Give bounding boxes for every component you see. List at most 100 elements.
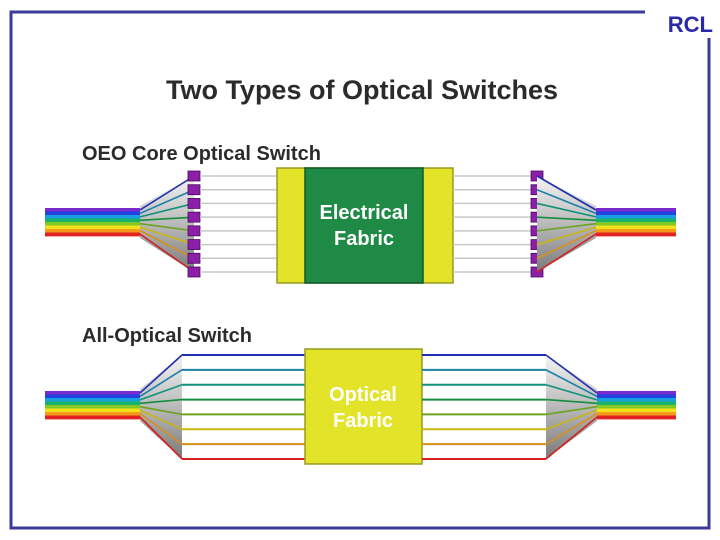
fan-line (536, 202, 597, 218)
fan-line (139, 175, 195, 211)
fan-line (545, 369, 598, 398)
fan-line (545, 383, 598, 401)
rcl-logo: RCL (668, 12, 713, 37)
fiber-stripe (45, 405, 140, 409)
fiber-stripe (45, 222, 140, 226)
fan-line (139, 222, 195, 232)
fan-line (139, 383, 183, 401)
fan-line (139, 409, 183, 431)
fan-line (536, 229, 597, 260)
oeo-converter (187, 225, 201, 237)
fan-shape (537, 176, 596, 272)
fan-line (139, 226, 195, 246)
fan-shape (140, 176, 194, 272)
fiber-stripe (45, 394, 140, 399)
fan-line (545, 416, 598, 460)
fan-line (139, 405, 183, 416)
fiber-stripe (597, 415, 676, 420)
opt-right-fan-in (545, 354, 598, 460)
fan-line (139, 416, 183, 460)
rcl-badge-bg (645, 4, 717, 38)
oeo-converter (187, 198, 201, 209)
fiber-stripe (45, 211, 140, 216)
fan-line (545, 409, 598, 431)
fan-line (139, 398, 183, 405)
fiber-stripe (596, 215, 676, 219)
opt-right-fiber-bundle (597, 391, 676, 420)
fan-shape (140, 355, 182, 459)
oeo-fabric-label-line1: Electrical (320, 202, 409, 224)
oeo-left-fan-out (139, 175, 195, 273)
fiber-stripe (45, 218, 140, 223)
fan-line (139, 188, 195, 215)
opt-fabric-label-line2: Fabric (333, 410, 393, 432)
fiber-stripe (596, 211, 676, 216)
oeo-heading: OEO Core Optical Switch (82, 143, 321, 165)
fiber-stripe (597, 391, 676, 395)
fan-line (536, 188, 597, 215)
fan-line (536, 233, 597, 273)
fan-line (139, 202, 195, 218)
fiber-stripe (45, 225, 140, 230)
fan-line (139, 229, 195, 259)
fiber-stripe (45, 398, 140, 402)
fan-line (139, 369, 183, 398)
fiber-stripe (45, 401, 140, 406)
opt-optical-fabric (304, 348, 423, 465)
fiber-stripe (45, 208, 140, 212)
fan-line (536, 222, 597, 232)
fan-line (139, 412, 183, 445)
fiber-stripe (596, 222, 676, 226)
fan-line (536, 216, 597, 222)
fan-line (545, 412, 598, 445)
fiber-stripe (597, 405, 676, 409)
opt-left-channel-lines (182, 354, 305, 460)
fan-line (545, 354, 598, 394)
all-optical-switch-diagram: Optical Fabric (45, 348, 676, 465)
fiber-stripe (45, 408, 140, 413)
fan-line (139, 354, 183, 394)
fiber-stripe (597, 394, 676, 399)
opt-fabric-label-line1: Optical (329, 384, 397, 406)
alloptical-heading: All-Optical Switch (82, 325, 252, 347)
fiber-stripe (596, 232, 676, 237)
fiber-stripe (45, 229, 140, 233)
fan-line (545, 405, 598, 416)
fiber-stripe (597, 398, 676, 402)
oeo-right-fiber-bundle (596, 208, 676, 237)
oeo-left-fiber-bundle (45, 208, 140, 237)
opt-left-fan-out (139, 354, 183, 460)
fiber-stripe (596, 208, 676, 212)
oeo-right-electrical-lines (453, 175, 531, 273)
fan-line (536, 175, 597, 211)
oeo-switch-diagram: Electrical Fabric (45, 167, 676, 284)
fiber-stripe (45, 391, 140, 395)
oeo-left-electrical-lines (200, 175, 277, 273)
oeo-converter (187, 266, 201, 278)
oeo-electrical-fabric (304, 167, 424, 284)
fiber-stripe (596, 229, 676, 233)
oeo-converter (187, 170, 201, 182)
fiber-stripe (596, 218, 676, 223)
oeo-right-fan-in (536, 175, 597, 273)
slide-frame (9, 10, 711, 530)
oeo-converter (187, 211, 201, 223)
fiber-stripe (45, 412, 140, 416)
fan-shape (546, 355, 597, 459)
opt-left-fiber-bundle (45, 391, 140, 420)
oeo-converter (187, 239, 201, 250)
fiber-stripe (45, 232, 140, 237)
fiber-stripe (596, 225, 676, 230)
fiber-stripe (597, 408, 676, 413)
oeo-converter (187, 252, 201, 264)
fiber-stripe (597, 401, 676, 406)
fan-line (139, 233, 195, 273)
oeo-fabric-label-line2: Fabric (334, 228, 394, 250)
fan-line (536, 226, 597, 246)
fiber-stripe (45, 215, 140, 219)
opt-right-channel-lines (422, 354, 546, 460)
fan-line (545, 398, 598, 405)
fiber-stripe (597, 412, 676, 416)
fan-line (139, 216, 195, 222)
